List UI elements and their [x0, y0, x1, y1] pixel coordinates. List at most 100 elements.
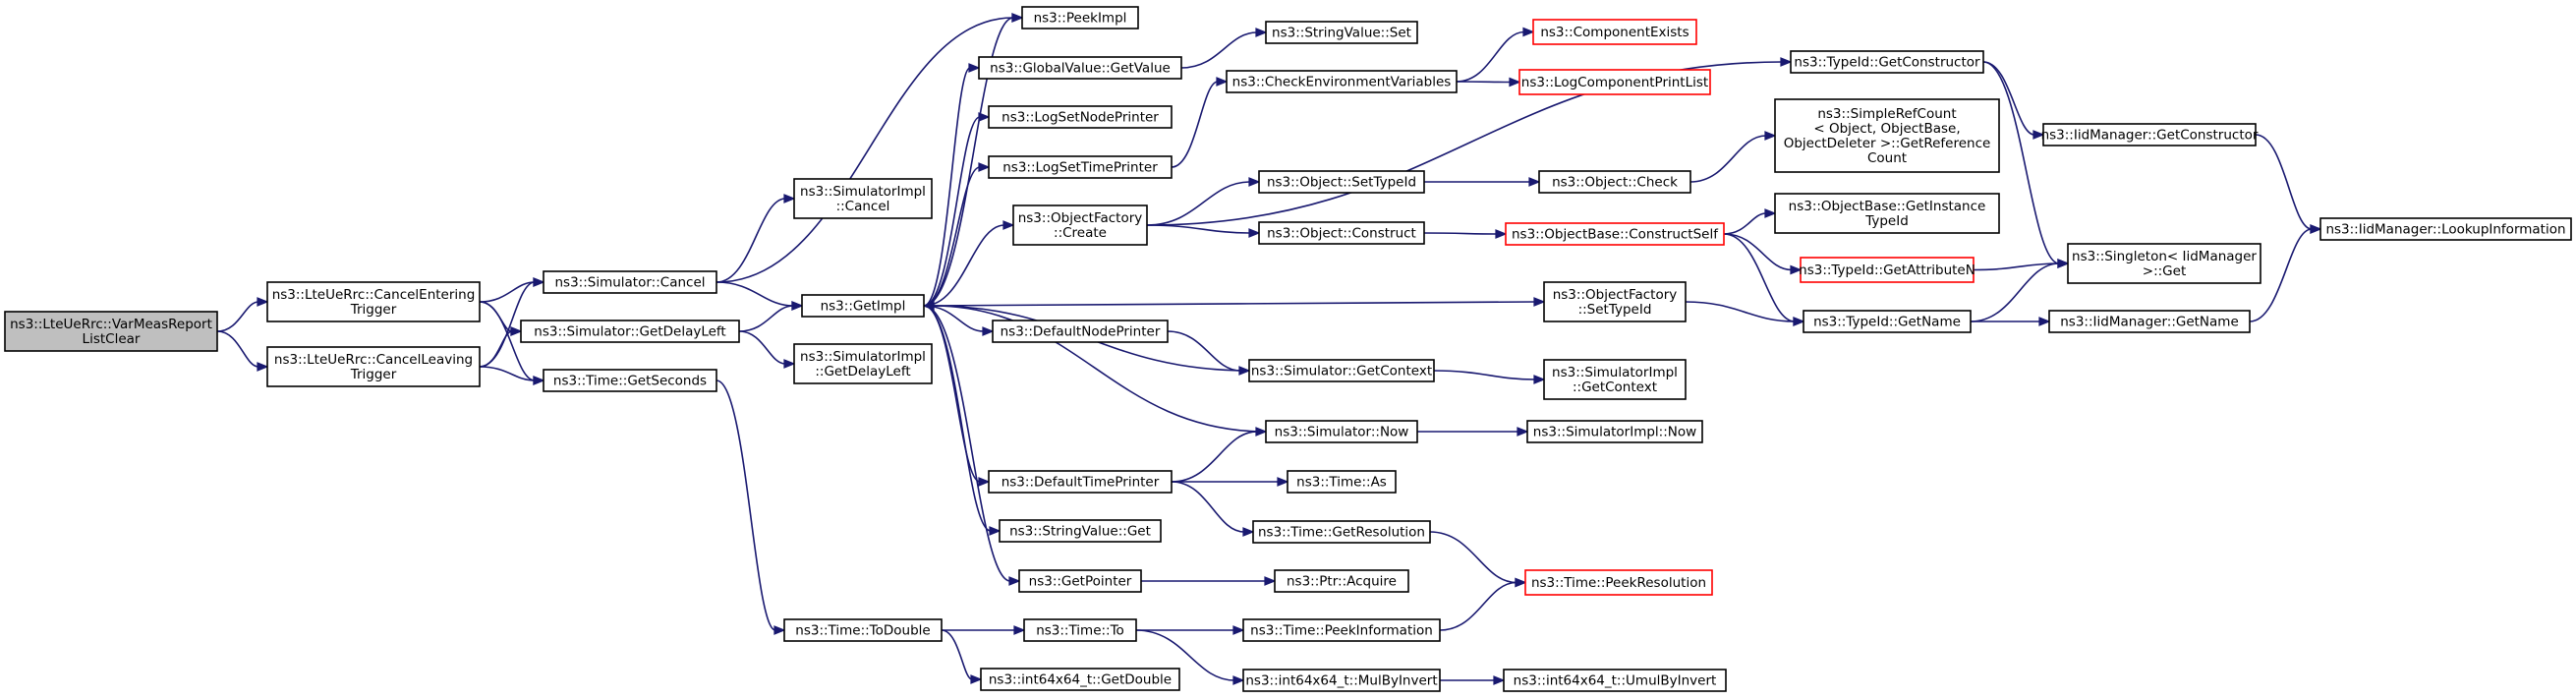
node-todouble[interactable]: ns3::Time::ToDouble — [783, 618, 943, 642]
node-refcount[interactable]: ns3::SimpleRefCount< Object, ObjectBase,… — [1774, 98, 2000, 173]
node-construct[interactable]: ns3::Object::Construct — [1258, 221, 1425, 245]
edge-arrowhead — [2057, 259, 2070, 268]
node-peekinfo[interactable]: ns3::Time::PeekInformation — [1242, 618, 1441, 642]
node-label: ns3::SimulatorImpl — [800, 349, 926, 365]
node-label: TypeId — [1864, 213, 1909, 229]
node-objcheck[interactable]: ns3::Object::Check — [1538, 170, 1691, 194]
edge-line — [2255, 134, 2313, 230]
node-settypeid[interactable]: ns3::Object::SetTypeId — [1258, 170, 1425, 194]
node-timeas[interactable]: ns3::Time::As — [1287, 470, 1397, 494]
node-getsec[interactable]: ns3::Time::GetSeconds — [543, 369, 717, 392]
node-label: ns3::StringValue::Set — [1272, 26, 1411, 41]
node-svget[interactable]: ns3::StringValue::Get — [999, 519, 1162, 543]
edge-line — [923, 67, 971, 307]
edge-line — [1146, 181, 1251, 226]
node-label: ::SetTypeId — [1578, 302, 1652, 318]
node-defnode[interactable]: ns3::DefaultNodePrinter — [992, 320, 1169, 343]
node-box — [1790, 50, 1984, 74]
node-label: ListClear — [83, 331, 141, 347]
edge-simctx-to-implctx — [1433, 370, 1546, 384]
node-iidgetctor[interactable]: ns3::IidManager::GetConstructor — [2041, 123, 2259, 146]
node-singleton[interactable]: ns3::Singleton< IidManager >::Get — [2067, 243, 2261, 284]
edge-checkenv-to-compexists — [1456, 27, 1535, 83]
node-label: ns3::IidManager::GetName — [2060, 315, 2239, 330]
node-simcancel[interactable]: ns3::Simulator::Cancel — [543, 270, 717, 294]
edge-line — [716, 198, 786, 283]
edge-simcancel-to-implcancel — [716, 194, 796, 283]
node-getdouble[interactable]: ns3::int64x64_t::GetDouble — [980, 668, 1180, 691]
node-implcancel[interactable]: ns3::SimulatorImpl::Cancel — [793, 178, 933, 219]
node-simdelay[interactable]: ns3::Simulator::GetDelayLeft — [520, 320, 740, 343]
node-label: ns3::IidManager::LookupInformation — [2325, 222, 2565, 238]
node-label: ns3::LogComponentPrintList — [1521, 75, 1708, 90]
edge-line — [923, 301, 1536, 307]
edge-arrowhead — [1764, 208, 1777, 218]
node-simnow[interactable]: ns3::Simulator::Now — [1265, 420, 1418, 443]
edge-line — [1439, 581, 1517, 631]
node-getctor[interactable]: ns3::TypeId::GetConstructor — [1790, 50, 1984, 74]
node-svset[interactable]: ns3::StringValue::Set — [1265, 21, 1418, 44]
node-lognode[interactable]: ns3::LogSetNodePrinter — [988, 105, 1173, 129]
node-label: ns3::SimulatorImpl::Now — [1533, 425, 1696, 440]
node-logprint[interactable]: ns3::LogComponentPrintList — [1518, 69, 1711, 95]
node-implnow[interactable]: ns3::SimulatorImpl::Now — [1526, 420, 1703, 443]
node-getattrn[interactable]: ns3::TypeId::GetAttributeN — [1799, 257, 1975, 283]
node-umulbyinv[interactable]: ns3::int64x64_t::UmulByInvert — [1503, 669, 1727, 692]
node-label: ns3::DefaultNodePrinter — [1001, 324, 1161, 340]
node-getimpl[interactable]: ns3::GetImpl — [801, 294, 925, 318]
node-getptr[interactable]: ns3::GetPointer — [1018, 569, 1142, 593]
node-label: ns3::GetPointer — [1029, 574, 1132, 590]
node-gvget[interactable]: ns3::GlobalValue::GetValue — [978, 56, 1182, 80]
node-iidlookup[interactable]: ns3::IidManager::LookupInformation — [2319, 217, 2572, 241]
node-label: ns3::TypeId::GetConstructor — [1794, 55, 1980, 71]
edge-getptr-to-ptracq — [1141, 576, 1277, 586]
node-ptracq[interactable]: ns3::Ptr::Acquire — [1274, 569, 1409, 593]
edge-line — [1135, 629, 1235, 681]
node-label: ns3::int64x64_t::GetDouble — [989, 672, 1172, 688]
edge-line — [1723, 212, 1767, 235]
edge-getres-to-peekres — [1429, 531, 1527, 588]
edge-tidgetname-to-singleton — [1970, 259, 2070, 322]
node-peekres[interactable]: ns3::Time::PeekResolution — [1524, 569, 1713, 596]
node-box — [988, 155, 1173, 179]
node-box — [2319, 217, 2572, 241]
node-box — [992, 320, 1169, 343]
edge-line — [216, 301, 259, 332]
edge-getimpl-to-peekimpl — [923, 13, 1024, 307]
node-simctx[interactable]: ns3::Simulator::GetContext — [1248, 359, 1435, 382]
edge-line — [1146, 224, 1251, 234]
edge-arrowhead — [1232, 675, 1245, 685]
node-peekimpl[interactable]: ns3::PeekImpl — [1021, 6, 1139, 29]
node-ofcreate[interactable]: ns3::ObjectFactory::Create — [1012, 204, 1148, 246]
node-label: ObjectDeleter >::GetReference — [1784, 136, 1991, 151]
edge-constructself-to-getinsttid — [1723, 208, 1777, 235]
node-box — [801, 294, 925, 318]
edge-arrowhead — [1248, 228, 1261, 238]
node-box — [520, 320, 740, 343]
node-constructself[interactable]: ns3::ObjectBase::ConstructSelf — [1505, 222, 1725, 246]
node-iidgetname[interactable]: ns3::IidManager::GetName — [2048, 310, 2251, 333]
node-getres[interactable]: ns3::Time::GetResolution — [1252, 520, 1431, 544]
node-label: ns3::TypeId::GetAttributeN — [1799, 262, 1975, 278]
node-mulbyinv[interactable]: ns3::int64x64_t::MulByInvert — [1242, 669, 1441, 692]
node-label: ::Create — [1054, 225, 1107, 241]
node-box — [1503, 669, 1727, 692]
node-checkenv[interactable]: ns3::CheckEnvironmentVariables — [1226, 70, 1458, 93]
node-label: ns3::IidManager::GetConstructor — [2041, 128, 2259, 144]
node-deftime[interactable]: ns3::DefaultTimePrinter — [988, 470, 1173, 494]
node-compexists[interactable]: ns3::ComponentExists — [1532, 19, 1697, 45]
node-logtime[interactable]: ns3::LogSetTimePrinter — [988, 155, 1173, 179]
edge-line — [479, 301, 513, 332]
node-label: >::Get — [2143, 263, 2186, 279]
node-timeto[interactable]: ns3::Time::To — [1023, 618, 1137, 642]
node-ofsettypeid[interactable]: ns3::ObjectFactory::SetTypeId — [1543, 281, 1687, 322]
node-label: ns3::SimpleRefCount — [1817, 106, 1956, 122]
node-impldelay[interactable]: ns3::SimulatorImpl::GetDelayLeft — [793, 343, 933, 384]
edge-todouble-to-getdouble — [941, 629, 983, 684]
node-tidgetname[interactable]: ns3::TypeId::GetName — [1803, 310, 1972, 333]
node-implctx[interactable]: ns3::SimulatorImpl::GetContext — [1543, 359, 1687, 400]
